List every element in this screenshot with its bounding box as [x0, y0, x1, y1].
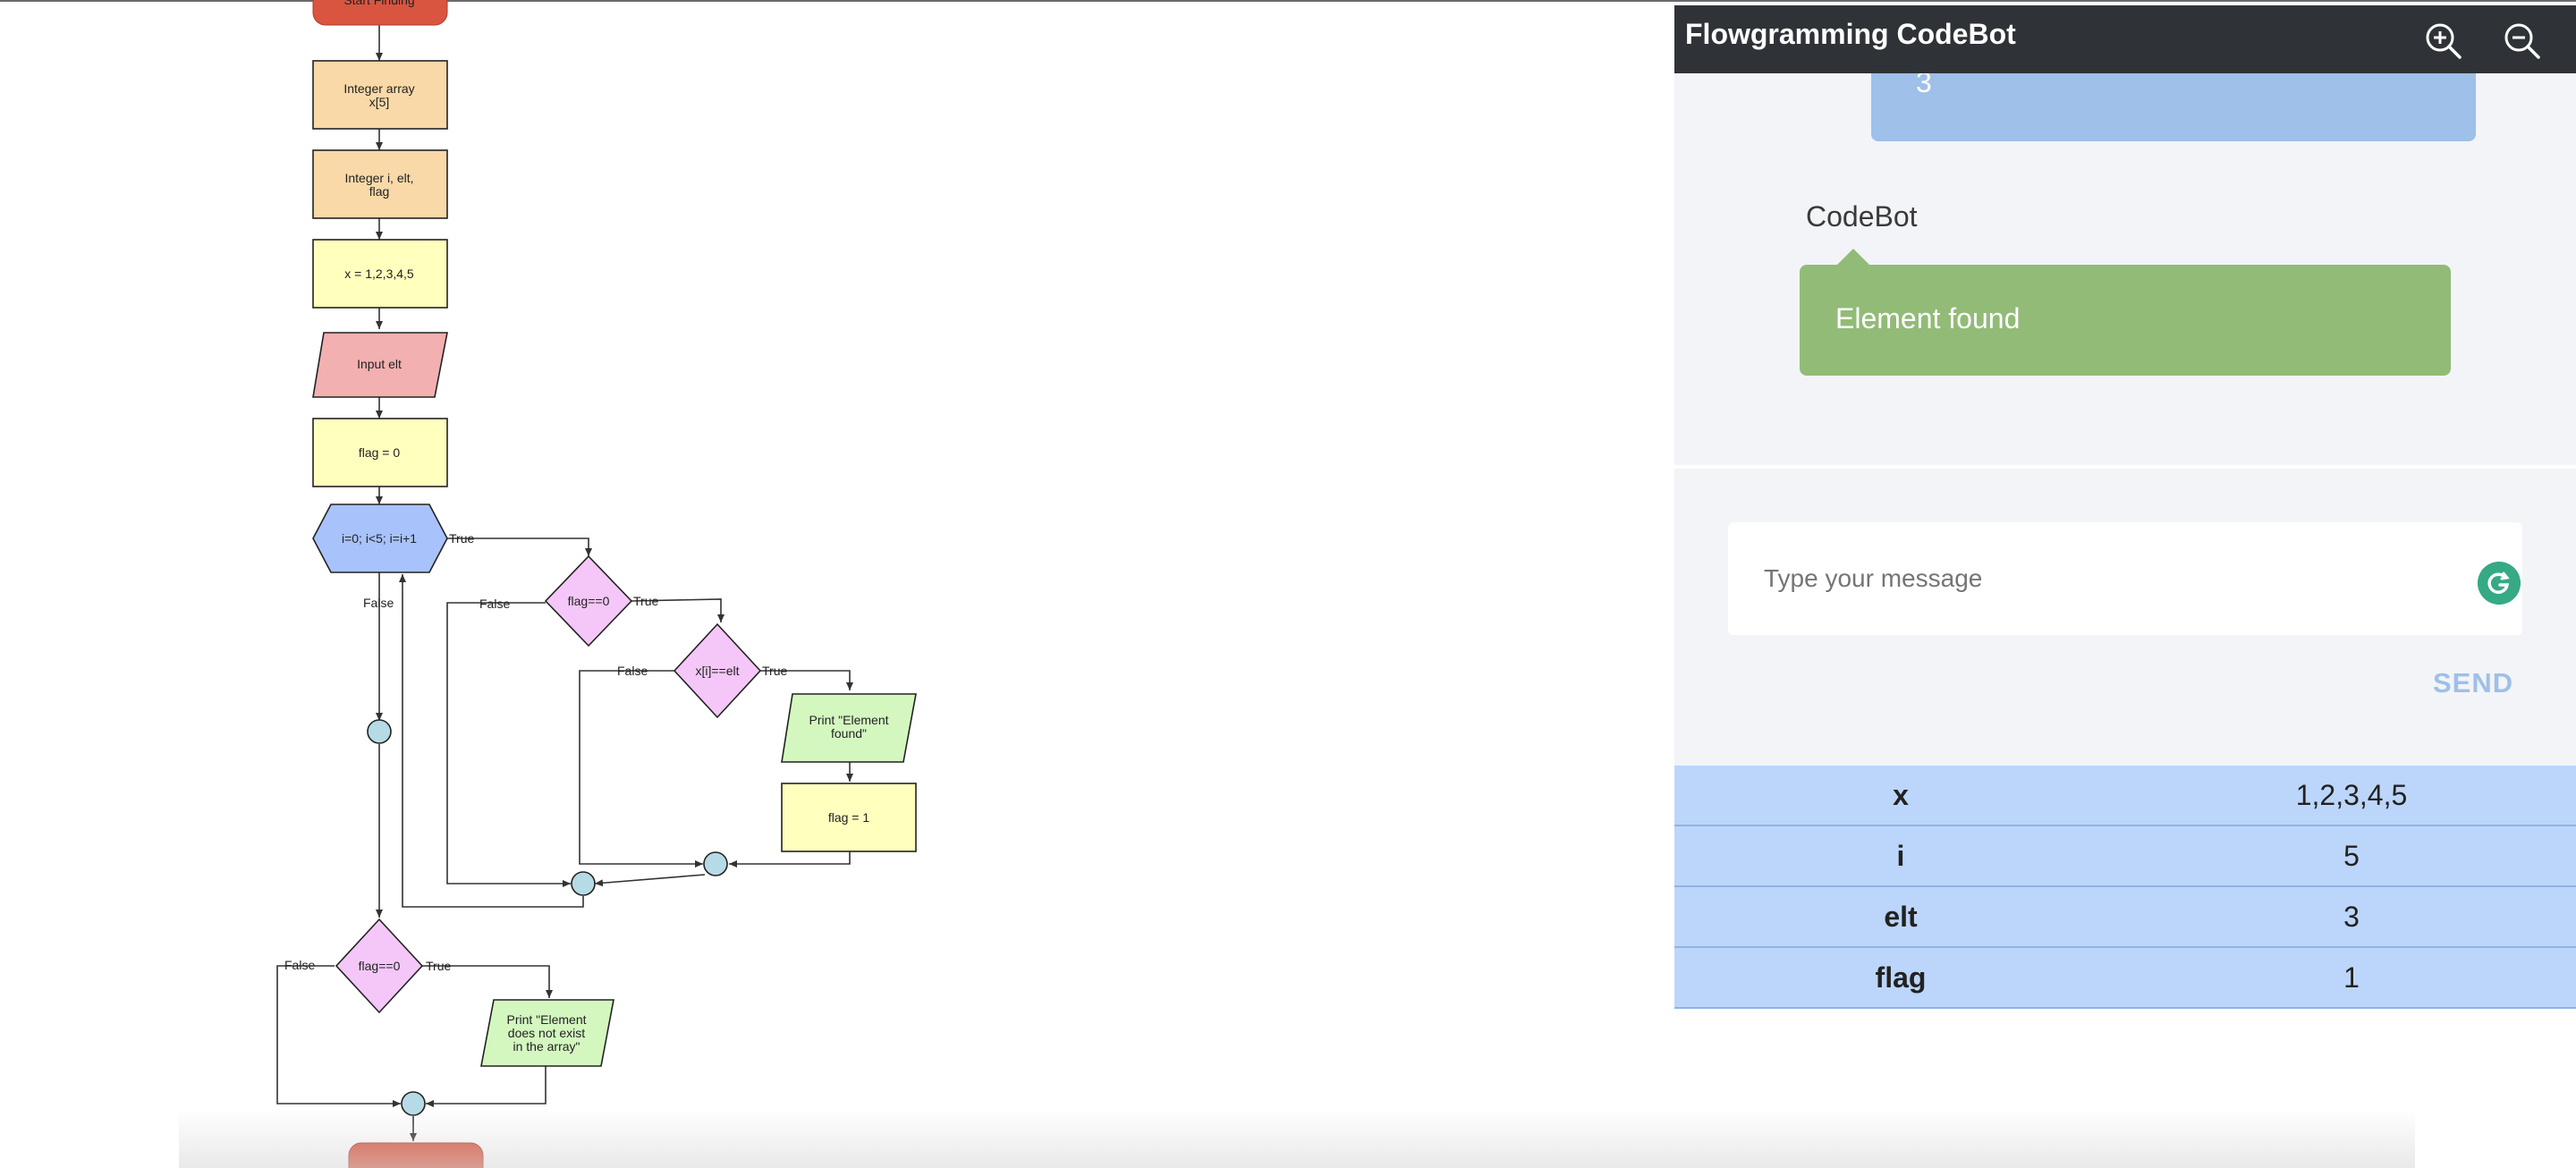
user-message-text: 3	[1916, 73, 1932, 98]
message-input[interactable]	[1728, 522, 2522, 635]
table-row: flag 1	[1674, 947, 2576, 1009]
declare-vars-line1: Integer i, elt,	[344, 171, 413, 185]
variable-value: 3	[2127, 886, 2576, 948]
assign-flag0-text: flag = 0	[359, 445, 401, 460]
print-not-found-node[interactable]: Print "Element does not exist in the arr…	[480, 999, 614, 1067]
connector-loop-merge	[571, 871, 596, 896]
outer-flag-true-label: True	[426, 959, 451, 973]
zoom-in-icon[interactable]	[2422, 20, 2465, 63]
for-loop-node[interactable]: i=0; i<5; i=i+1	[312, 504, 448, 573]
compare-false-label: False	[617, 664, 648, 678]
chat-history[interactable]: 3 CodeBot Element found	[1674, 73, 2576, 469]
assign-flag1-text: flag = 1	[828, 810, 870, 825]
bubble-tail	[1837, 249, 1869, 265]
outer-flag-decision[interactable]: flag==0	[335, 918, 424, 1014]
variable-name: flag	[1674, 947, 2127, 1009]
variable-value: 5	[2127, 825, 2576, 887]
print-found-line1: Print "Element	[809, 713, 888, 727]
variable-value: 1,2,3,4,5	[2127, 766, 2576, 826]
bottom-shadow	[179, 1109, 2415, 1168]
declare-vars-node[interactable]: Integer i, elt, flag	[312, 149, 448, 219]
window-top-border	[0, 0, 2576, 2]
message-input-box	[1728, 522, 2522, 635]
declare-array-line2: x[5]	[369, 95, 390, 109]
outer-flag-false-label: False	[284, 958, 315, 972]
compare-element-decision[interactable]: x[i]==elt	[673, 622, 762, 719]
print-not-found-line3: in the array"	[513, 1039, 580, 1054]
declare-array-line1: Integer array	[343, 81, 414, 96]
bot-message-bubble: Element found	[1800, 249, 2451, 376]
assign-flag0-node[interactable]: flag = 0	[312, 418, 448, 487]
bot-name-label: CodeBot	[1806, 200, 1918, 233]
variables-table: x 1,2,3,4,5 i 5 elt 3 flag 1	[1674, 766, 2576, 1009]
print-not-found-line2: does not exist	[508, 1026, 585, 1040]
print-not-found-line1: Print "Element	[506, 1012, 586, 1027]
flowchart-edges	[276, 25, 853, 1141]
connector-loop-exit	[367, 719, 392, 744]
input-elt-node[interactable]: Input elt	[312, 332, 448, 398]
grammarly-icon[interactable]	[2478, 562, 2521, 605]
table-row: x 1,2,3,4,5	[1674, 766, 2576, 826]
table-row: i 5	[1674, 825, 2576, 887]
inner-flag-true-label: True	[633, 594, 658, 608]
outer-flag-text: flag==0	[359, 959, 401, 973]
inner-flag-decision[interactable]: flag==0	[544, 554, 633, 647]
variable-value: 1	[2127, 947, 2576, 1009]
table-row: elt 3	[1674, 886, 2576, 948]
flowchart-canvas[interactable]: Start Finding Integer array x[5] Integer…	[0, 0, 1674, 1168]
variable-name: x	[1674, 766, 2127, 826]
input-elt-text: Input elt	[357, 357, 402, 371]
assign-x-node[interactable]: x = 1,2,3,4,5	[312, 239, 448, 309]
assign-x-text: x = 1,2,3,4,5	[344, 267, 414, 281]
compare-element-text: x[i]==elt	[695, 664, 739, 678]
start-terminal[interactable]: Start Finding	[312, 0, 448, 26]
for-loop-text: i=0; i<5; i=i+1	[342, 531, 417, 546]
for-loop-true-label: True	[449, 531, 474, 546]
declare-array-node[interactable]: Integer array x[5]	[312, 60, 448, 130]
codebot-title: Flowgramming CodeBot	[1685, 18, 2016, 50]
declare-vars-line2: flag	[369, 184, 390, 199]
for-loop-false-label: False	[363, 596, 394, 610]
connector-inner-merge	[703, 851, 728, 876]
bot-message-text: Element found	[1835, 302, 2021, 334]
print-found-node[interactable]: Print "Element found"	[781, 693, 917, 763]
codebot-header: Flowgramming CodeBot	[1674, 5, 2576, 73]
send-button[interactable]: SEND	[2433, 667, 2514, 698]
print-found-line2: found"	[831, 726, 867, 741]
variable-name: elt	[1674, 886, 2127, 948]
compare-true-label: True	[762, 664, 787, 678]
chat-divider	[1674, 465, 2576, 469]
inner-flag-false-label: False	[479, 597, 510, 611]
inner-flag-text: flag==0	[568, 594, 610, 608]
assign-flag1-node[interactable]: flag = 1	[781, 783, 917, 852]
user-message-bubble: 3	[1871, 73, 2476, 141]
start-label: Start Finding	[343, 0, 414, 7]
zoom-out-icon[interactable]	[2501, 20, 2544, 63]
variable-name: i	[1674, 825, 2127, 887]
